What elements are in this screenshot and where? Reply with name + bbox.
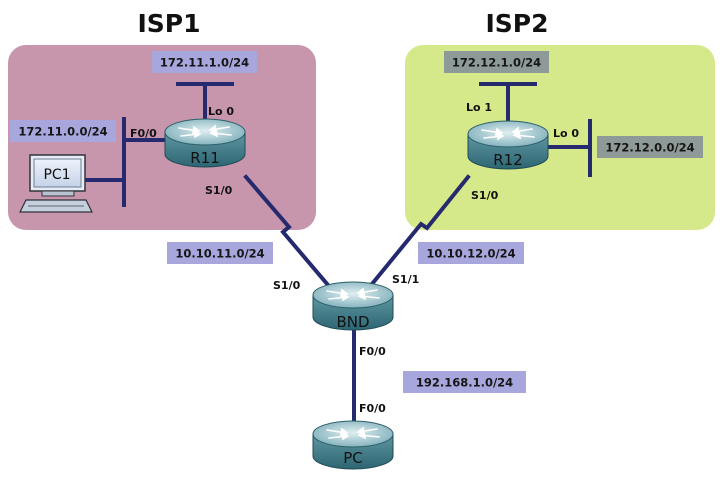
router-pc-name: PC — [343, 449, 363, 467]
network-r11-bnd-text: 10.10.11.0/24 — [175, 247, 264, 261]
iface-bnd-f00: F0/0 — [359, 345, 386, 358]
network-r12-bnd-text: 10.10.12.0/24 — [426, 247, 515, 261]
router-r11-name: R11 — [190, 149, 220, 167]
pc1-screen — [33, 158, 82, 188]
network-label-r11-bnd: 10.10.11.0/24 — [167, 242, 273, 264]
network-r11-f00-text: 172.11.0.0/24 — [18, 125, 107, 139]
serial-link-r11-bnd[interactable] — [243, 174, 331, 288]
iface-bnd-s11: S1/1 — [392, 273, 419, 286]
router-bnd[interactable]: BND — [312, 281, 394, 331]
network-r11-lo0-text: 172.11.1.0/24 — [160, 56, 249, 70]
network-label-r12-bnd: 10.10.12.0/24 — [418, 242, 524, 264]
network-r12-lo0-text: 172.12.0.0/24 — [605, 141, 694, 155]
network-label-r11-f00: 172.11.0.0/24 — [10, 120, 116, 142]
pc1-label: PC1 — [43, 167, 70, 183]
pc1-stand — [41, 190, 75, 197]
network-label-r12-lo1: 172.12.1.0/24 — [444, 51, 549, 73]
router-bnd-name: BND — [336, 313, 369, 331]
links — [82, 82, 592, 427]
isp1-title: ISP1 — [137, 9, 200, 38]
network-label-r12-lo0: 172.12.0.0/24 — [597, 136, 703, 158]
network-label-bnd-pc: 192.168.1.0/24 — [403, 371, 526, 393]
router-r11[interactable]: R11 — [164, 118, 246, 168]
isp2-zone — [405, 45, 715, 230]
iface-r11-s10: S1/0 — [205, 184, 233, 197]
network-label-r11-lo0: 172.11.1.0/24 — [152, 51, 257, 73]
iface-pc-f00: F0/0 — [359, 402, 386, 415]
router-r12[interactable]: R12 — [467, 120, 549, 170]
network-r12-lo1-text: 172.12.1.0/24 — [452, 56, 541, 70]
iface-r11-lo0: Lo 0 — [208, 105, 234, 118]
network-bnd-pc-text: 192.168.1.0/24 — [416, 376, 513, 390]
isp2-title: ISP2 — [485, 9, 548, 38]
iface-r12-lo1: Lo 1 — [466, 101, 492, 114]
router-pc[interactable]: PC — [312, 420, 394, 470]
host-pc1[interactable]: PC1 — [19, 154, 93, 213]
router-r12-name: R12 — [493, 151, 523, 169]
iface-bnd-s10: S1/0 — [273, 279, 301, 292]
serial-link-r12-bnd[interactable] — [369, 174, 471, 287]
iface-r11-f00: F0/0 — [130, 127, 157, 140]
iface-r12-lo0: Lo 0 — [553, 127, 579, 140]
iface-r12-s10: S1/0 — [471, 189, 499, 202]
